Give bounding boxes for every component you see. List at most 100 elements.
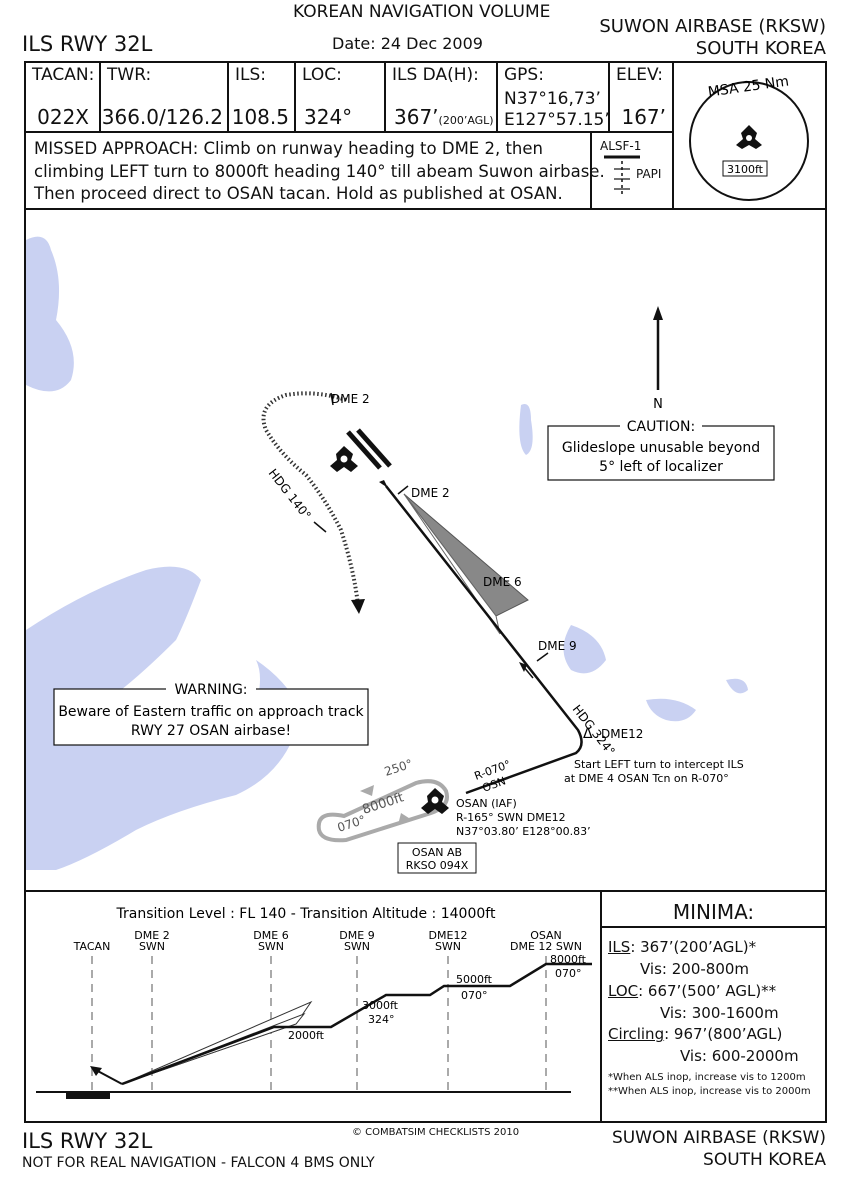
procedure-title: ILS RWY 32L: [22, 32, 153, 56]
twr-value: 366.0/126.2: [101, 105, 223, 129]
profile-view: Transition Level : FL 140 - Transition A…: [36, 906, 592, 1099]
runway-profile: [66, 1093, 110, 1099]
north-label: N: [653, 397, 663, 412]
twr-label: TWR:: [107, 65, 152, 85]
fix-dme12-label: DME12: [429, 929, 468, 942]
tacan-cell: TACAN: 022X: [24, 61, 101, 133]
missed-line-1: MISSED APPROACH: Climb on runway heading…: [34, 139, 543, 158]
msa-circle: [689, 81, 809, 201]
hold-inbound-250: 250°: [383, 757, 415, 779]
profile-alt-8000: 8000ft: [550, 953, 587, 966]
gps-lat: N37°16,73’: [504, 89, 601, 109]
da-value: 367’: [394, 105, 439, 129]
descent-profile: [121, 962, 592, 1086]
loc-cell: LOC: 324°: [294, 61, 386, 133]
osan-coordinates: N37°03.80’ E128°00.83’: [456, 825, 591, 838]
papi-label: PAPI: [636, 167, 662, 181]
da-cell: ILS DA(H): 367’(200’AGL): [384, 61, 498, 133]
plan-dme-9: DME 9: [538, 639, 577, 653]
minima-circling-vis: Vis: 600-2000m: [680, 1047, 799, 1065]
profile-alt-2000: 2000ft: [288, 1029, 325, 1042]
plan-view: N CAUTION: Glideslope unusable beyond 5°…: [26, 236, 775, 874]
missed-dme-2: DME 2: [331, 392, 370, 406]
caution-box: [547, 425, 775, 481]
minima-loc-label: LOC: [608, 982, 639, 1000]
volume-title: KOREAN NAVIGATION VOLUME: [293, 2, 551, 22]
ils-freq: 108.5: [231, 105, 289, 129]
transition-info: Transition Level : FL 140 - Transition A…: [116, 906, 496, 922]
minima-circling-label: Circling: [608, 1025, 665, 1043]
fix-dme6-label: DME 6: [253, 929, 288, 942]
msa-vortac-icon: [736, 125, 762, 149]
footer-disclaimer: NOT FOR REAL NAVIGATION - FALCON 4 BMS O…: [22, 1155, 375, 1171]
fix-dme2-label: DME 2: [134, 929, 169, 942]
twr-cell: TWR: 366.0/126.2: [99, 61, 229, 133]
approach-track: [385, 485, 583, 795]
da-agl: (200’AGL): [438, 114, 494, 127]
warning-title: WARNING:: [174, 682, 247, 698]
elev-cell: ELEV: 167’: [608, 61, 674, 133]
gps-lon: E127°57.15’: [504, 110, 610, 130]
caution-title: CAUTION:: [627, 419, 696, 435]
holding-pattern: [316, 779, 449, 843]
profile-fixes: TACAN DME 2 SWN DME 6 SWN DME 9 SWN DME1…: [73, 929, 582, 1092]
fix-dme12-station: SWN: [435, 940, 461, 953]
fix-dme9-label: DME 9: [339, 929, 374, 942]
hold-altitude: 8000ft: [361, 790, 406, 817]
osan-radial-label: R-165° SWN DME12: [456, 811, 566, 824]
missed-approach-cell: MISSED APPROACH: Climb on runway heading…: [24, 131, 605, 210]
als-icon: [604, 155, 640, 197]
localizer-feather: [403, 493, 529, 617]
tacan-value: 022X: [37, 105, 89, 129]
minima-loc-value: : 667’(500’ AGL)**: [638, 982, 777, 1000]
plan-dme-12: DME12: [601, 727, 643, 741]
gps-label: GPS:: [504, 65, 544, 85]
profile-hdg-324: 324°: [368, 1013, 395, 1026]
lighting-cell: ALSF-1 PAPI: [590, 131, 674, 210]
ils-label: ILS:: [235, 65, 267, 85]
fix-tacan-label: TACAN: [73, 940, 111, 953]
turn-note-1: Start LEFT turn to intercept ILS: [574, 758, 744, 771]
minima-note-1: *When ALS inop, increase vis to 1200m: [608, 1072, 806, 1083]
minima-circling-value: : 967’(800’AGL): [664, 1025, 783, 1043]
tacan-label: TACAN:: [32, 65, 95, 85]
osan-vortac-icon: [421, 788, 449, 814]
msa-altitude: 3100ft: [727, 163, 764, 176]
minima-note-2: **When ALS inop, increase vis to 2000m: [608, 1086, 811, 1097]
fix-dme9-station: SWN: [344, 940, 370, 953]
plan-profile-divider: [24, 890, 827, 892]
osan-ab-box: [397, 842, 477, 874]
fix-osan-station: DME 12 SWN: [510, 940, 582, 953]
loc-course: 324°: [304, 105, 353, 129]
msa-diagram: 3100ft MSA 25 Nm: [689, 73, 809, 201]
glideslope-feather: [121, 1000, 313, 1085]
footer-country: SOUTH KOREA: [703, 1150, 826, 1170]
footer-airbase: SUWON AIRBASE (RKSW): [611, 1128, 826, 1148]
osan-ab-tacan: RKSO 094X: [406, 859, 469, 872]
minima-loc-vis: Vis: 300-1600m: [660, 1004, 779, 1022]
fix-dme2-station: SWN: [139, 940, 165, 953]
warning-line-2: RWY 27 OSAN airbase!: [131, 723, 291, 739]
missed-approach-track: [261, 391, 360, 606]
minima-ils-label: ILS: [608, 938, 631, 956]
ils-cell: ILS: 108.5: [227, 61, 296, 133]
airbase-name: SUWON AIRBASE (RKSW): [599, 16, 826, 37]
plan-dme-2: DME 2: [411, 486, 450, 500]
missed-line-3: Then proceed direct to OSAN tacan. Hold …: [34, 184, 563, 203]
da-label: ILS DA(H):: [392, 65, 479, 85]
minima-ils-vis: Vis: 200-800m: [640, 960, 750, 978]
north-arrow: [653, 306, 663, 390]
msa-label: MSA 25 Nm: [707, 73, 790, 100]
caution-line-2: 5° left of localizer: [599, 459, 723, 475]
footer-procedure: ILS RWY 32L: [22, 1129, 153, 1153]
fix-osan-label: OSAN: [530, 929, 562, 942]
minima-ils-value: : 367’(200’AGL)*: [630, 938, 757, 956]
profile-alt-5000: 5000ft: [456, 973, 493, 986]
runway-32l: [346, 428, 392, 470]
profile-hdg-070b: 070°: [555, 967, 582, 980]
plan-delta: Δ: [583, 726, 593, 742]
loc-label: LOC:: [302, 65, 342, 85]
plan-dme-6: DME 6: [483, 575, 522, 589]
warning-line-1: Beware of Eastern traffic on approach tr…: [58, 704, 364, 720]
fix-dme6-station: SWN: [258, 940, 284, 953]
